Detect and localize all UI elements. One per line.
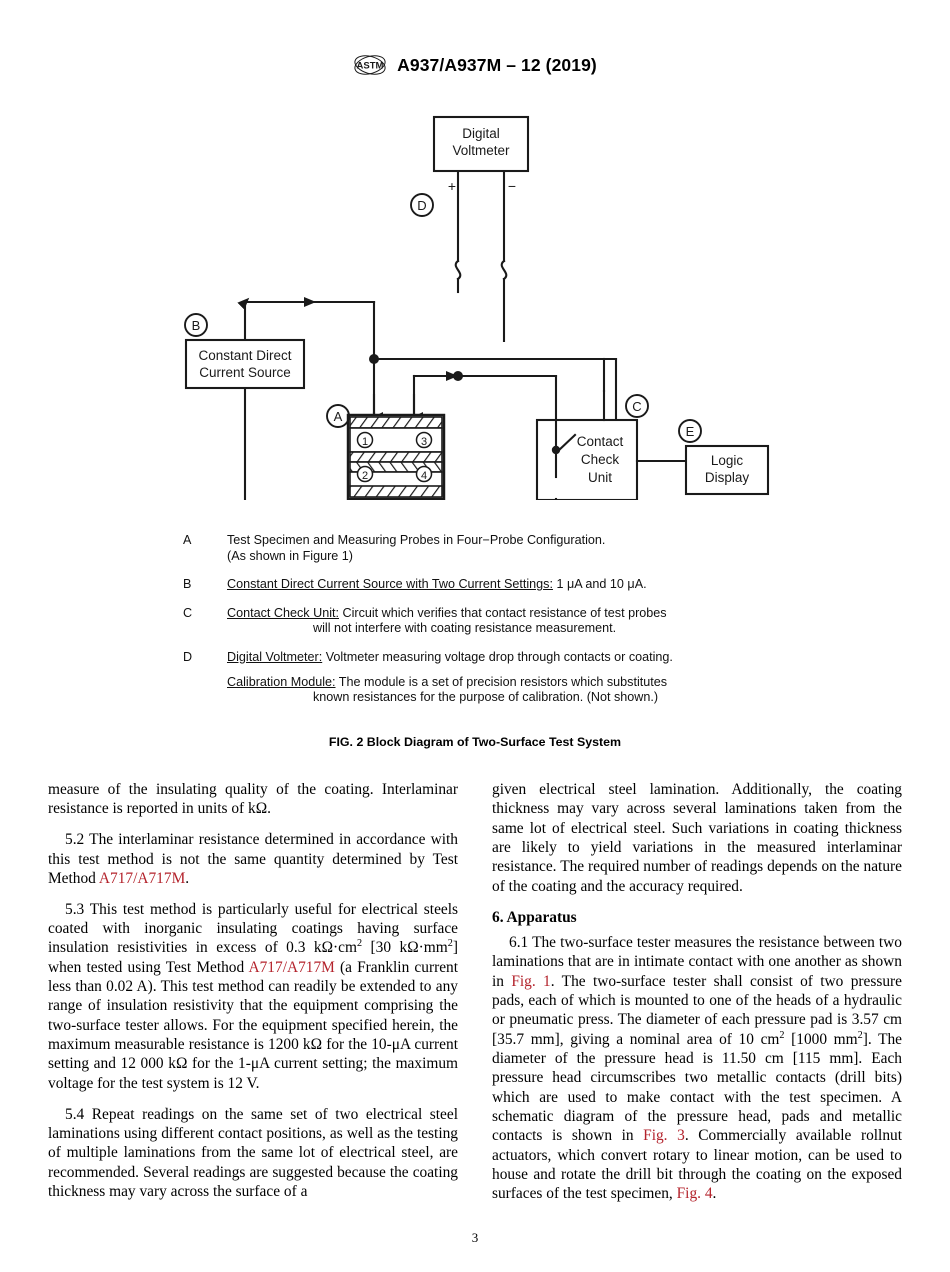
link-a717-1[interactable]: A717/A717M (98, 869, 186, 887)
legend-c-line2: will not interfere with coating resistan… (313, 621, 617, 636)
legend-calibration-text: The module is a set of precision resisto… (335, 674, 668, 689)
legend-key-a: A (183, 533, 192, 547)
legend-a-line1: Test Specimen and Measuring Probes in Fo… (227, 533, 606, 547)
legend-c-label: Contact Check Unit: (227, 605, 339, 620)
paragraph-6-1: 6.1 The two-surface tester measures the … (492, 933, 903, 1203)
figure-2-block-diagram: Digital Voltmeter + − Constant Direct Cu… (0, 95, 950, 500)
legend-a-line2: (As shown in Figure 1) (227, 548, 353, 563)
contact-check-label-line3: Unit (588, 470, 612, 485)
astm-logo-icon: ASTM (354, 55, 386, 75)
legend-row-c: C Contact Check Unit: Circuit which veri… (183, 606, 803, 637)
tag-E-circle (678, 419, 702, 443)
legend-d-text: Voltmeter measuring voltage drop through… (322, 649, 673, 664)
junction-dots (369, 354, 463, 381)
specimen-stack (346, 413, 446, 500)
probe-1-label: 1 (362, 436, 368, 448)
voltmeter-label-line2: Voltmeter (452, 143, 510, 158)
legend-b-label: Constant Direct Current Source with Two … (227, 577, 553, 592)
tag-A-label: A (334, 409, 343, 424)
body-columns: measure of the insulating quality of the… (48, 780, 902, 1204)
probe-4-label: 4 (421, 470, 427, 482)
link-fig-3[interactable]: Fig. 3 (643, 1127, 685, 1145)
legend-d-label: Digital Voltmeter: (227, 649, 323, 664)
legend-key-c: C (183, 605, 193, 620)
legend-key-d: D (183, 649, 193, 664)
current-source-label-line2: Current Source (199, 365, 291, 380)
left-column: measure of the insulating quality of the… (48, 780, 458, 1204)
link-fig-4[interactable]: Fig. 4 (676, 1185, 713, 1203)
tag-C-label: C (632, 399, 641, 414)
legend-calibration-line2: known resistances for the purpose of cal… (313, 690, 659, 705)
tag-D-circle (410, 193, 434, 217)
figure-legend: A Test Specimen and Measuring Probes in … (183, 533, 803, 719)
probe-2-label: 2 (362, 470, 368, 482)
contact-check-label-line2: Check (581, 452, 620, 467)
paragraph-continued-right: given electrical steel lamination. Addit… (492, 781, 902, 895)
paragraph-5-4: 5.4 Repeat readings on the same set of t… (48, 1105, 458, 1201)
voltmeter-label-line1: Digital (462, 126, 500, 141)
legend-row-b: B Constant Direct Current Source with Tw… (183, 577, 803, 593)
svg-text:ASTM: ASTM (357, 61, 384, 72)
legend-row-a: A Test Specimen and Measuring Probes in … (183, 533, 803, 564)
tag-E-label: E (686, 424, 695, 439)
legend-c-text: Circuit which verifies that contact resi… (339, 605, 667, 620)
probe-3-label: 3 (421, 436, 427, 448)
tag-D-label: D (417, 198, 426, 213)
superscript-cm2: 2 (356, 938, 363, 950)
legend-key-calibration (183, 675, 227, 706)
voltmeter-minus-terminal: − (508, 178, 516, 194)
link-fig-1[interactable]: Fig. 1 (511, 972, 551, 990)
tag-C-circle (625, 394, 649, 418)
logic-display-label-line2: Display (705, 470, 750, 485)
superscript-mm2-right: 2 (857, 1029, 863, 1041)
contact-check-label-line1: Contact (577, 434, 624, 449)
legend-b-text: 1 μA and 10 μA. (552, 577, 647, 592)
tag-B-circle (184, 313, 208, 337)
paragraph-5-3: 5.3 This test method is particularly use… (48, 900, 459, 1092)
right-column: given electrical steel lamination. Addit… (492, 780, 902, 1204)
voltmeter-plus-terminal: + (448, 178, 456, 194)
current-source-label-line1: Constant Direct (198, 348, 291, 363)
figure-caption: FIG. 2 Block Diagram of Two-Surface Test… (328, 735, 622, 749)
legend-key-b: B (183, 577, 192, 592)
tag-B-label: B (192, 318, 201, 333)
logic-display-label-line1: Logic (711, 453, 744, 468)
legend-calibration-label: Calibration Module: (227, 674, 336, 689)
standard-designation: A937/A937M – 12 (2019) (397, 54, 597, 75)
superscript-cm2-right: 2 (779, 1029, 785, 1041)
legend-row-calibration: Calibration Module: The module is a set … (183, 675, 803, 706)
page-header: ASTM A937/A937M – 12 (2019) (0, 52, 950, 78)
link-a717-2[interactable]: A717/A717M (248, 958, 335, 976)
legend-row-d: D Digital Voltmeter: Voltmeter measuring… (183, 650, 803, 666)
paragraph-5-2: 5.2 The interlaminar resistance determin… (48, 831, 458, 887)
tag-A-circle (326, 404, 350, 428)
section-heading-6: 6. Apparatus (492, 908, 577, 926)
paragraph-continued: measure of the insulating quality of the… (48, 781, 458, 818)
page-number: 3 (471, 1230, 479, 1245)
superscript-mm2: 2 (447, 938, 453, 950)
